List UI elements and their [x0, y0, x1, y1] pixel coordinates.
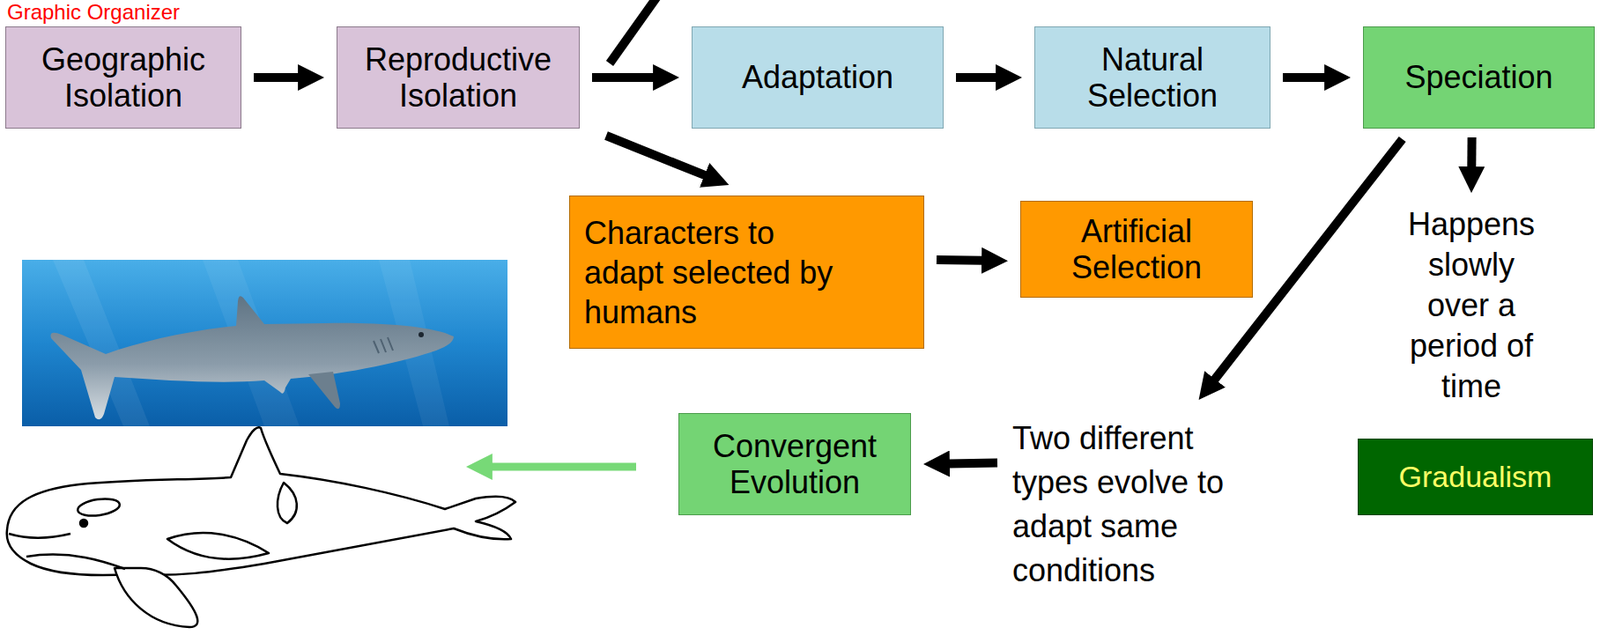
note-text: Happens slowly over a period of time — [1400, 201, 1542, 410]
orca-drawing — [7, 427, 516, 628]
node-label: Speciation — [1404, 59, 1553, 96]
flow-arrow — [936, 255, 983, 266]
node-label: Happens slowly over a period of time — [1405, 204, 1538, 408]
pointer-arrow — [491, 463, 637, 472]
node-label: Reproductive Isolation — [356, 41, 560, 115]
sea-background — [22, 259, 508, 427]
connector-layer — [253, 77, 1473, 465]
process-box: Speciation — [1362, 26, 1595, 129]
process-box: Characters to adapt selected by humans — [569, 195, 925, 349]
process-box: Artificial Selection — [1020, 200, 1253, 298]
note-text: Two different types evolve to adapt same… — [1009, 414, 1266, 596]
flow-arrow — [592, 73, 654, 82]
light-ray — [202, 259, 300, 427]
process-box: Reproductive Isolation — [336, 26, 580, 129]
shark-gills — [373, 337, 393, 354]
flow-arrow — [1282, 73, 1326, 82]
flow-arrow — [948, 459, 998, 469]
orca-eye-patch — [76, 496, 121, 519]
flow-arrow — [955, 73, 997, 82]
title-box: Graphic Organizer — [7, 0, 180, 25]
arrow-stub — [609, 0, 658, 64]
result-box: Gradualism — [1357, 438, 1593, 516]
node-label: Artificial Selection — [1048, 213, 1225, 287]
orca-body — [7, 427, 516, 576]
process-box: Natural Selection — [1034, 26, 1271, 129]
process-box: Adaptation — [691, 26, 944, 129]
shark-body — [51, 296, 455, 420]
orca-saddle-patch — [277, 482, 297, 524]
orca-belly-line — [26, 555, 126, 570]
orca-eye — [80, 519, 88, 527]
orca-mouth-line — [8, 533, 71, 539]
shark-picture — [22, 259, 508, 427]
node-label: Gradualism — [1399, 459, 1553, 495]
process-box: Geographic Isolation — [5, 26, 242, 129]
node-label: Adaptation — [741, 59, 894, 96]
flow-arrow — [606, 135, 705, 176]
node-label: Natural Selection — [1073, 41, 1232, 115]
process-box: Convergent Evolution — [678, 413, 912, 516]
node-label: Geographic Isolation — [35, 41, 212, 115]
node-label: Convergent Evolution — [706, 428, 883, 502]
light-ray — [52, 259, 150, 427]
orca-flipper — [114, 568, 198, 628]
diagram-title: Graphic Organizer — [7, 0, 180, 24]
node-label: Two different types evolve to adapt same… — [1012, 416, 1260, 593]
node-label: Characters to adapt selected by humans — [584, 213, 849, 333]
shark-fin — [308, 371, 341, 409]
orca-side-patch — [167, 533, 269, 560]
shark-eye — [418, 332, 424, 338]
light-ray — [378, 259, 450, 427]
flow-arrow — [1466, 137, 1476, 168]
flow-arrow — [253, 73, 299, 82]
